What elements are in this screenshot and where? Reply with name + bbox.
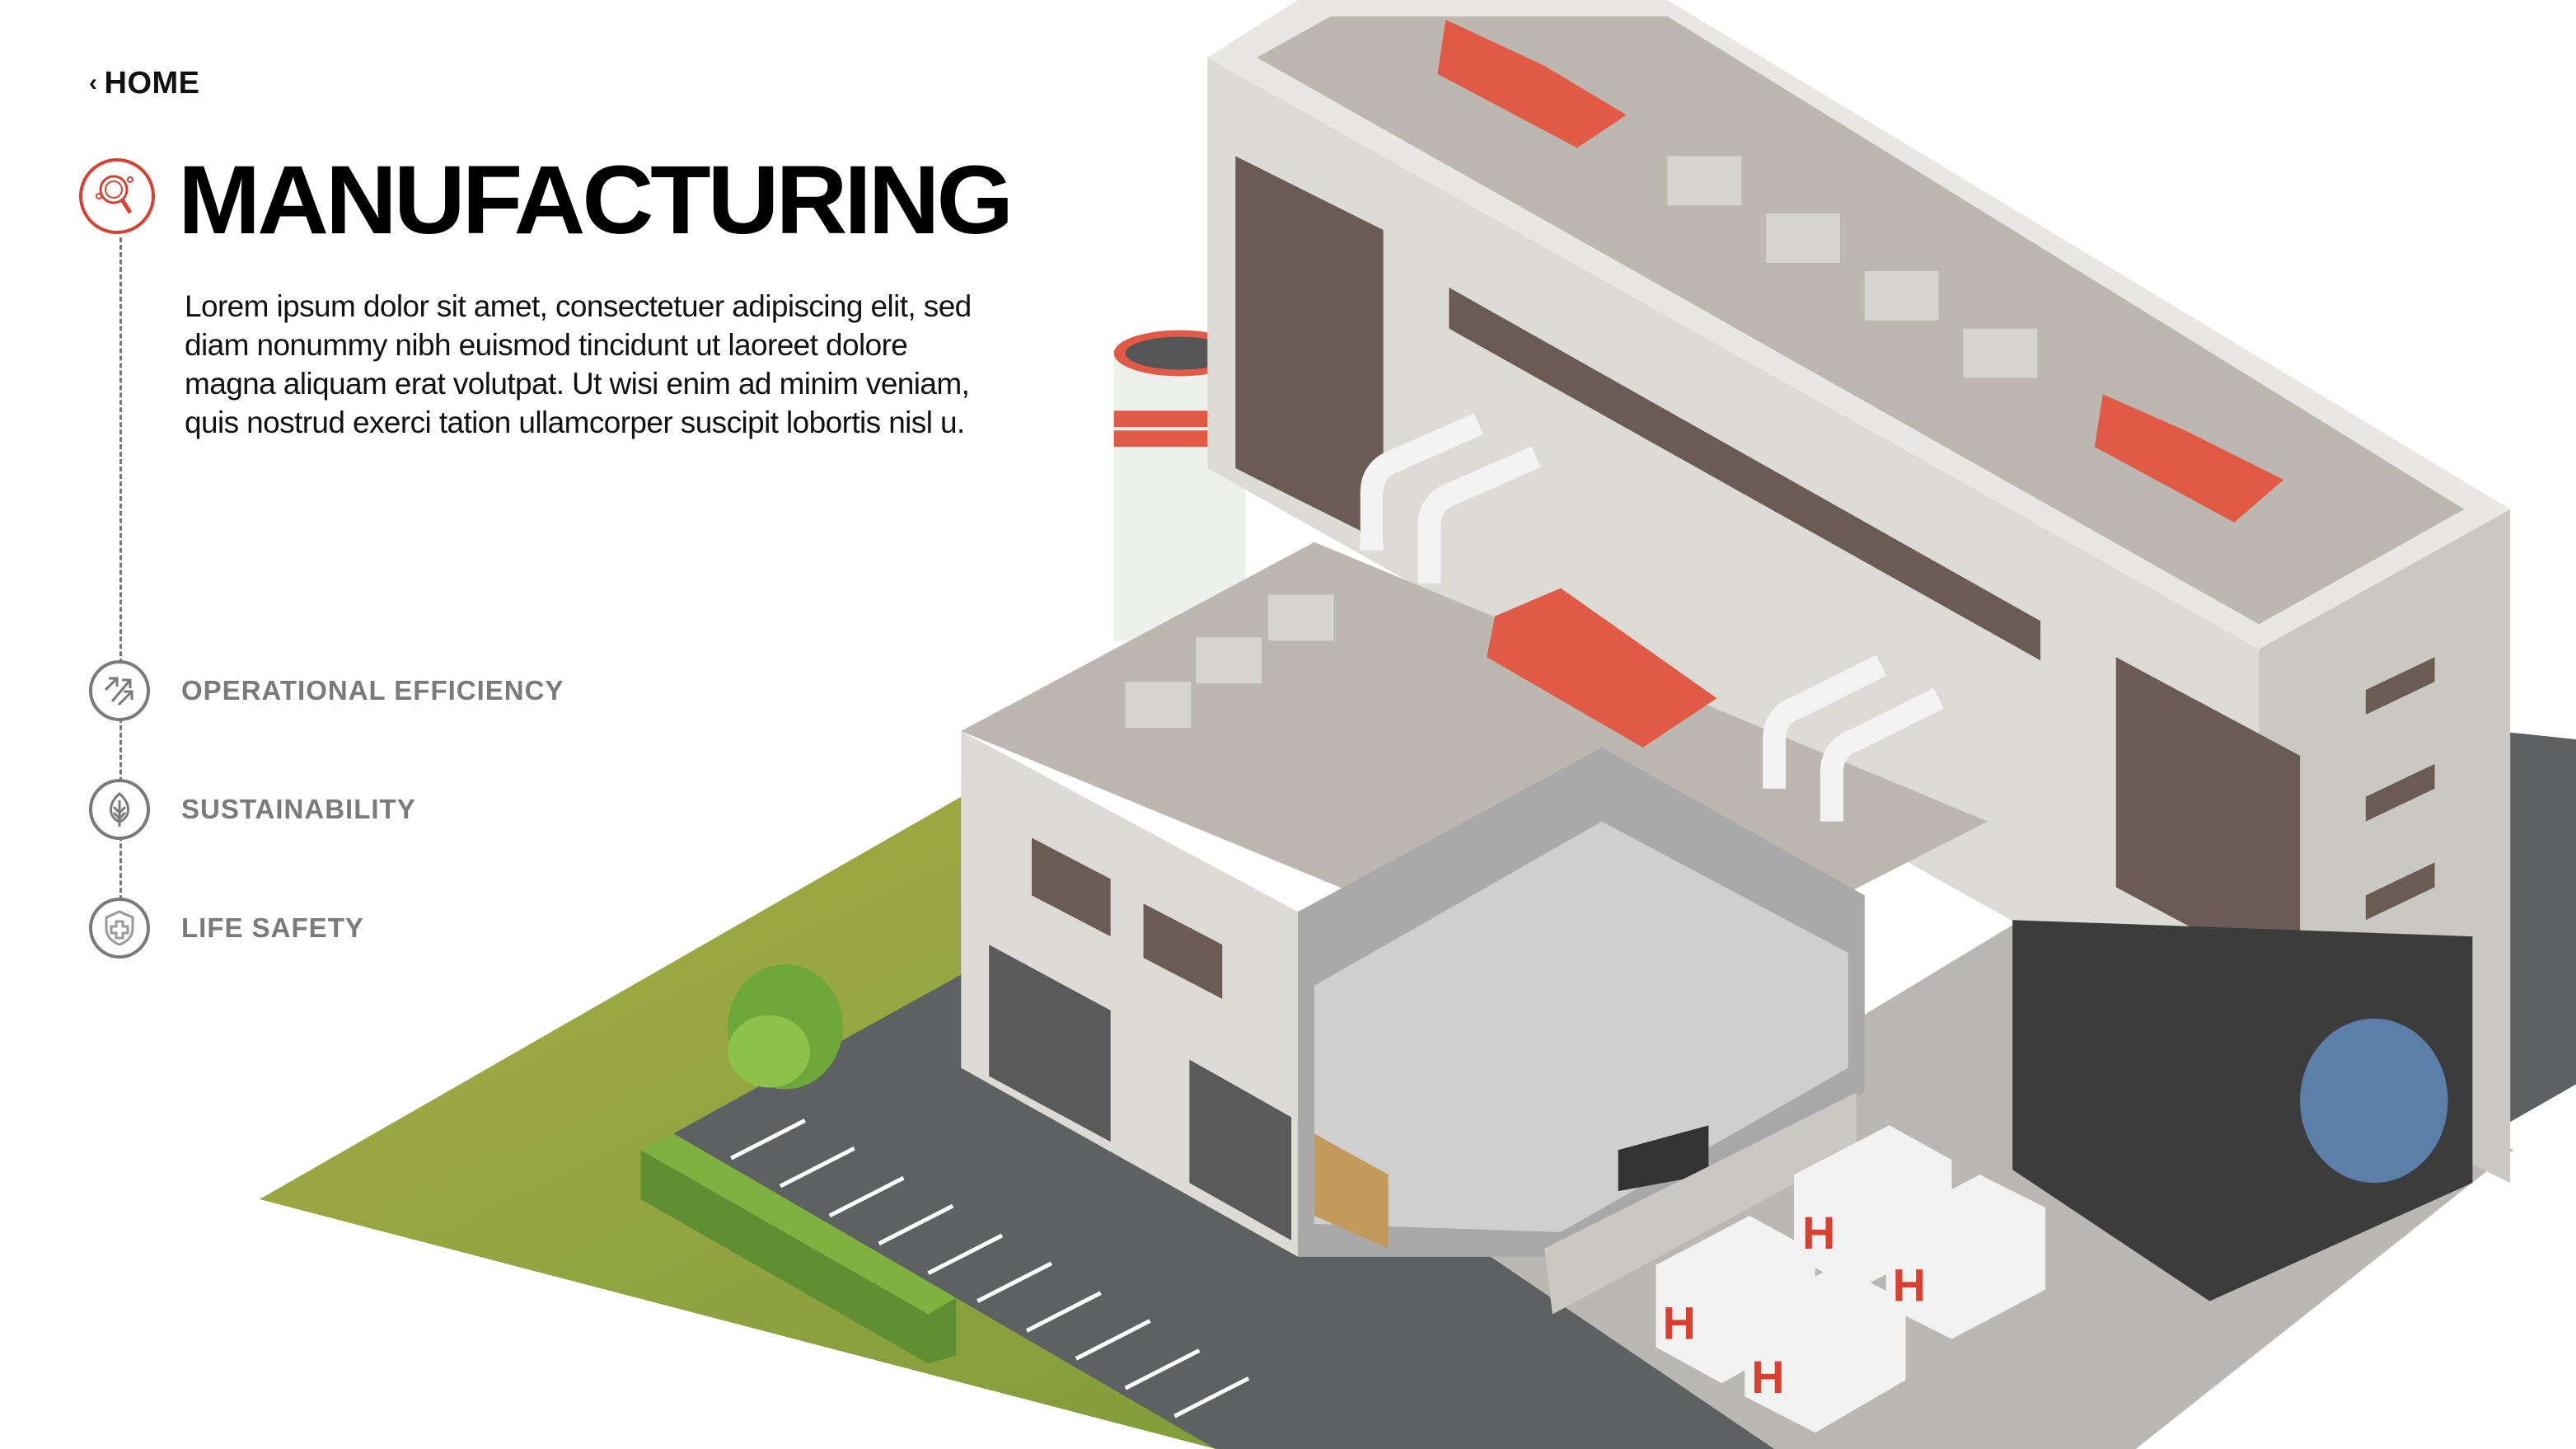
boiler-room bbox=[2012, 920, 2473, 1301]
production-hall bbox=[961, 413, 1988, 1257]
svg-text:H: H bbox=[1663, 1297, 1696, 1348]
topic-operational-efficiency[interactable]: OPERATIONAL EFFICIENCY bbox=[89, 660, 564, 721]
hedge bbox=[640, 1133, 957, 1364]
main-building bbox=[1207, 0, 2511, 1184]
chevron-left-icon: ‹ bbox=[89, 69, 98, 96]
topic-label: LIFE SAFETY bbox=[181, 912, 364, 943]
timeline-connector bbox=[119, 237, 122, 930]
boiler bbox=[2300, 1018, 2448, 1184]
magnifier-analytics-icon bbox=[79, 158, 155, 234]
description-text: Lorem ipsum dolor sit amet, consectetuer… bbox=[185, 289, 972, 439]
page-title: MANUFACTURING bbox=[178, 146, 1014, 255]
home-link[interactable]: ‹HOME bbox=[89, 66, 200, 101]
home-label: HOME bbox=[104, 66, 200, 101]
shield-cross-icon bbox=[89, 898, 150, 959]
topic-sustainability[interactable]: SUSTAINABILITY bbox=[89, 779, 416, 840]
tree bbox=[728, 964, 843, 1090]
svg-text:H: H bbox=[1893, 1259, 1926, 1311]
parking-lines bbox=[730, 1118, 1250, 1419]
leaf-icon bbox=[89, 779, 150, 840]
svg-text:H: H bbox=[1802, 1207, 1835, 1259]
generator-yard-wall bbox=[1544, 1092, 1857, 1315]
svg-text:H: H bbox=[1751, 1351, 1784, 1403]
arrows-up-right-icon bbox=[89, 660, 150, 721]
generators: H H H H bbox=[1656, 1125, 2046, 1433]
topic-label: SUSTAINABILITY bbox=[181, 794, 416, 824]
topic-life-safety[interactable]: LIFE SAFETY bbox=[89, 898, 364, 959]
topic-label: OPERATIONAL EFFICIENCY bbox=[181, 675, 564, 706]
